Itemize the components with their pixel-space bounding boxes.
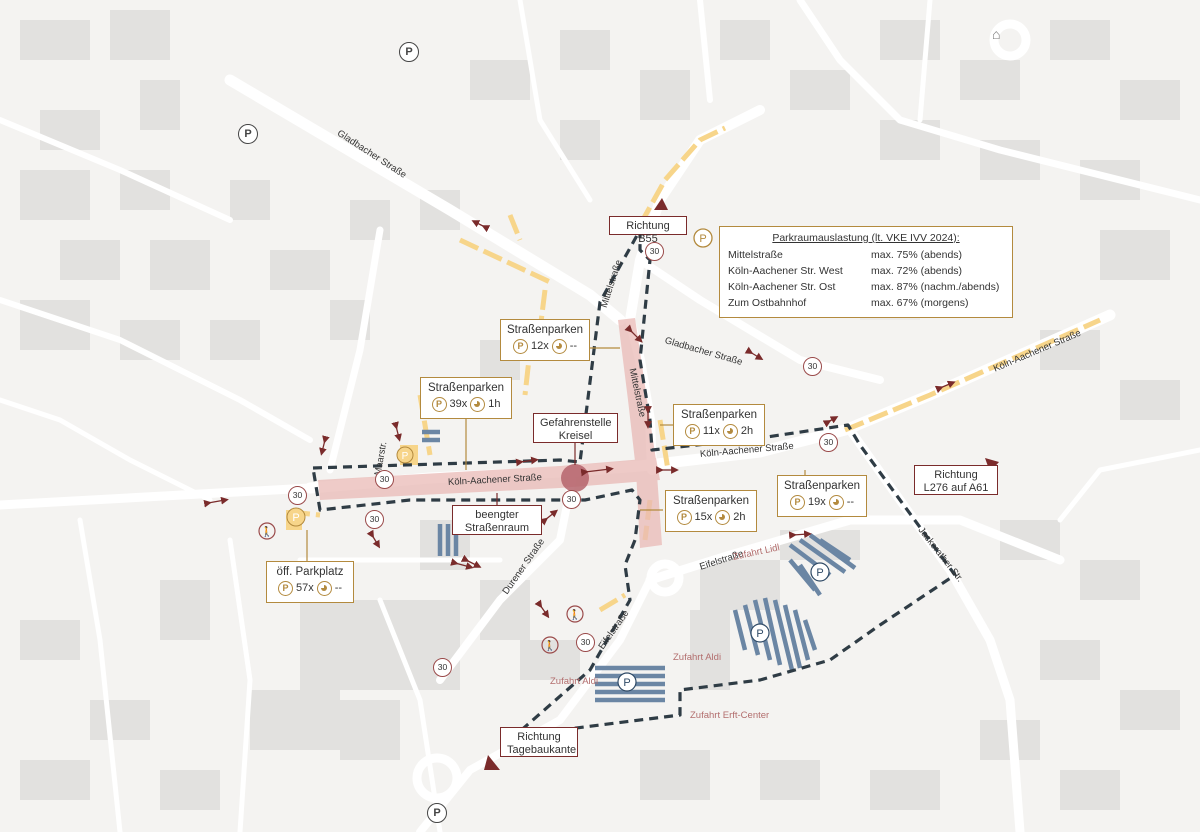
svg-text:P: P <box>699 233 706 245</box>
parking-icon: P <box>789 494 805 510</box>
parking-icon: P <box>431 396 447 412</box>
lot-parking-symbols: P P P P P P <box>286 228 830 692</box>
speed-limit-30: 30 <box>365 510 384 529</box>
svg-text:P: P <box>816 567 823 579</box>
svg-text:🚶: 🚶 <box>544 639 556 652</box>
speed-limit-30: 30 <box>576 633 595 652</box>
svg-text:🚶: 🚶 <box>569 608 581 621</box>
direction-b55-label: Richtung B55 <box>609 216 687 245</box>
speed-limit-30: 30 <box>288 486 307 505</box>
pedestrian-icons: 🚶 🚶 🚶 <box>261 525 581 652</box>
clock-icon <box>828 494 844 510</box>
access-label: Zufahrt Aldi <box>550 676 599 687</box>
speed-limit-30: 30 <box>375 470 394 489</box>
svg-text:P: P <box>402 451 409 462</box>
parking-icon: P <box>427 803 447 823</box>
clock-icon <box>722 423 738 439</box>
parking-icon: P <box>676 509 692 525</box>
parking-icon: P <box>399 42 419 62</box>
clock-icon <box>551 338 567 354</box>
direction-tagebau-label: Richtung Tagebaukante <box>500 727 578 757</box>
access-label: Zufahrt Aldi <box>673 652 722 663</box>
clock-icon <box>470 396 486 412</box>
parking-icon: P <box>684 423 700 439</box>
hazard-callout: Gefahrenstelle Kreisel <box>533 413 618 443</box>
parking-icon: P <box>238 124 258 144</box>
svg-text:P: P <box>623 677 630 689</box>
narrow-street-callout: beengter Straßenraum <box>452 505 542 535</box>
roundabouts <box>412 19 1031 803</box>
parking-icon: P <box>277 580 293 596</box>
svg-text:P: P <box>756 628 763 640</box>
svg-text:🚶: 🚶 <box>261 525 273 538</box>
house-icon: ⌂ <box>992 26 1001 42</box>
speed-limit-30: 30 <box>819 433 838 452</box>
hazard-roundabout-marker <box>561 464 589 492</box>
access-label: Zufahrt Erft-Center <box>690 710 770 721</box>
speed-limit-30: 30 <box>433 658 452 677</box>
parking-utilization-legend: Parkraumauslastung (lt. VKE IVV 2024): M… <box>719 226 1013 318</box>
speed-limit-30: 30 <box>645 242 664 261</box>
parking-icon: P <box>512 338 528 354</box>
svg-text:P: P <box>292 512 299 524</box>
callout-lines <box>496 443 576 505</box>
pedestrian-markers <box>258 522 584 654</box>
clock-icon <box>715 509 731 525</box>
direction-l276-label: Richtung L276 auf A61 <box>914 465 998 495</box>
clock-icon <box>316 580 332 596</box>
traffic-arrows <box>203 220 956 619</box>
study-area-boundary <box>311 228 957 742</box>
speed-limit-30: 30 <box>562 490 581 509</box>
legend-title: Parkraumauslastung (lt. VKE IVV 2024): <box>772 232 960 244</box>
speed-limit-30: 30 <box>803 357 822 376</box>
